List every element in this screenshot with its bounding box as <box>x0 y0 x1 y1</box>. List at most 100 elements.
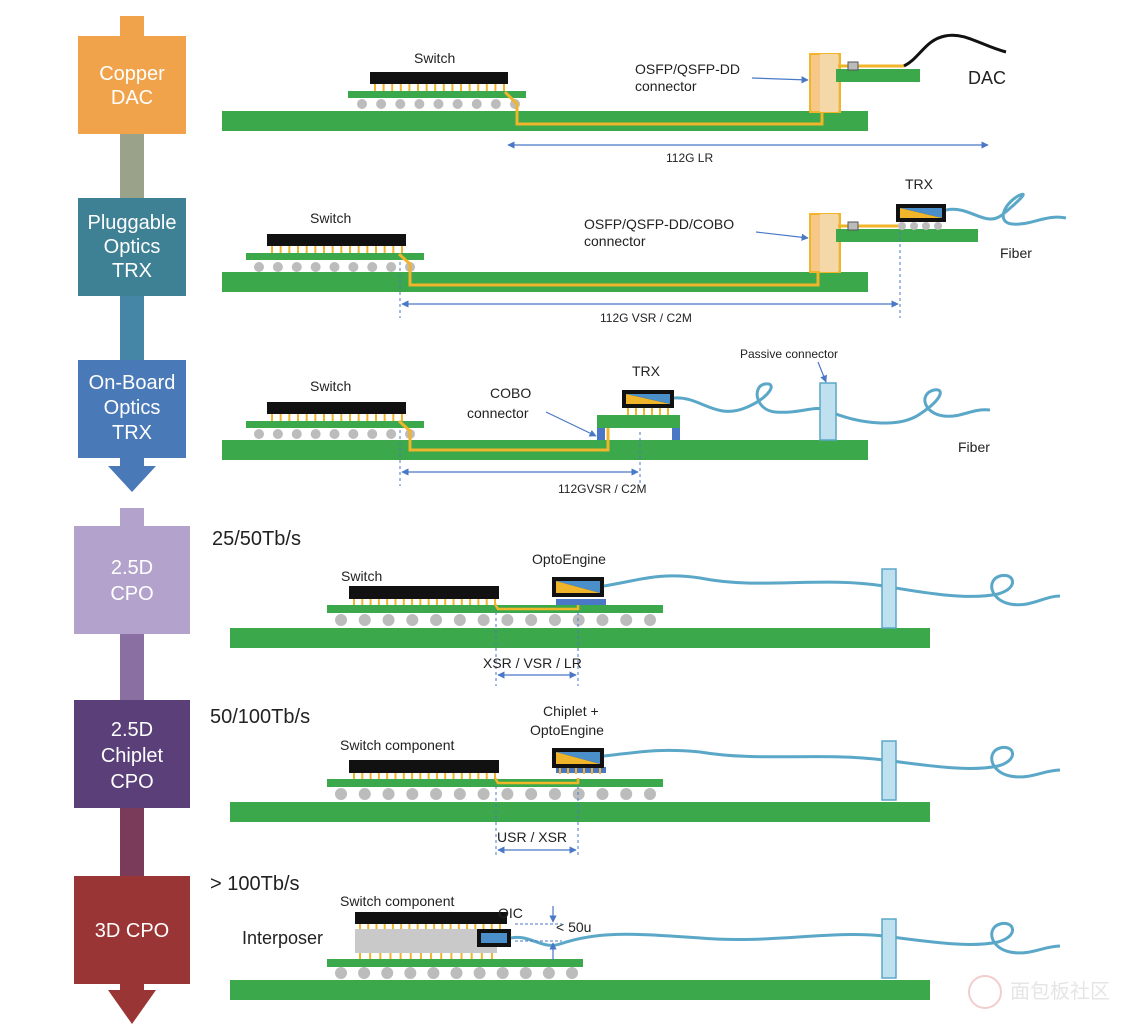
connector-label: COBO <box>490 385 531 401</box>
connector-label: connector <box>584 233 646 249</box>
bandwidth-label: 25/50Tb/s <box>212 528 301 550</box>
optoengine-die-yellow <box>556 752 600 764</box>
solder-ball <box>310 429 321 439</box>
switch-label: Switch <box>310 210 351 226</box>
interposer-block <box>355 929 497 953</box>
solder-ball <box>433 99 444 109</box>
stage-box-pluggable-optics: Pluggable Optics TRX <box>78 198 186 296</box>
connector-label: OSFP/QSFP-DD/COBO <box>584 216 734 232</box>
solder-ball <box>453 614 466 626</box>
oic-chip <box>477 929 511 947</box>
solder-ball <box>490 99 501 109</box>
pcb-board <box>230 802 930 822</box>
chip-pins <box>271 414 403 421</box>
optoengine-label: OptoEngine <box>532 551 606 567</box>
row-pluggable-optics: Switch OSFP/QSFP-DD/COBO connector TRX F… <box>222 176 1067 325</box>
connector-callout-line <box>755 231 809 241</box>
solder-ball <box>620 788 633 800</box>
solder-ball <box>367 262 378 272</box>
stage-label-line: CPO <box>110 771 153 793</box>
module-board <box>836 229 978 242</box>
passive-connector <box>881 740 897 801</box>
passive-connector <box>819 382 837 441</box>
stage-label-line: TRX <box>112 260 152 282</box>
optoengine-pad <box>556 767 606 773</box>
solder-ball <box>501 788 514 800</box>
package-substrate <box>327 959 583 967</box>
span-label: 112GVSR / C2M <box>558 482 646 496</box>
solder-ball <box>644 788 656 800</box>
cobo-pad-right <box>672 428 680 440</box>
solder-ball <box>453 788 466 800</box>
solder-balls <box>335 614 656 626</box>
solder-ball <box>367 429 378 439</box>
row-2-5d-chiplet-cpo: 50/100Tb/s Switch component Chiplet + Op… <box>210 703 1061 856</box>
solder-ball <box>358 967 371 979</box>
signal-trace <box>493 777 580 785</box>
module-contact <box>847 61 859 71</box>
chip-pins <box>271 246 403 253</box>
stage-label-line: Pluggable <box>88 212 177 234</box>
stage-label-line: TRX <box>112 422 152 444</box>
stage-label-line: 2.5D <box>111 557 153 579</box>
solder-ball <box>335 614 347 626</box>
solder-ball <box>348 262 359 272</box>
span-label: XSR / VSR / LR <box>483 655 582 671</box>
chip-pins <box>353 773 496 779</box>
trx-die-yellow <box>626 394 670 404</box>
switch-chip <box>355 912 507 924</box>
cable-label: DAC <box>968 68 1006 88</box>
chip-pins <box>374 84 505 91</box>
passive-connector <box>881 918 897 979</box>
dac-cable <box>903 33 1007 68</box>
solder-ball <box>348 429 359 439</box>
stage-box-bg <box>78 198 186 296</box>
solder-ball <box>357 99 367 109</box>
solder-ball <box>596 788 609 800</box>
gap-label: < 50u <box>556 919 591 935</box>
timeline-connector-4 <box>120 508 144 526</box>
signal-trace <box>493 603 580 611</box>
stage-box-bg <box>78 36 186 134</box>
solder-ball <box>542 967 555 979</box>
stage-box-2-5d-chiplet-cpo: 2.5D Chiplet CPO <box>74 700 190 808</box>
timeline-connector-2 <box>120 296 144 360</box>
solder-ball <box>452 99 463 109</box>
fiber-label: Fiber <box>958 439 990 455</box>
solder-ball <box>572 788 585 800</box>
cobo-pad-left <box>597 428 605 440</box>
solder-ball <box>548 788 561 800</box>
solder-ball <box>329 429 340 439</box>
timeline-connector-3a <box>120 458 144 468</box>
solder-ball <box>430 788 443 800</box>
watermark-text: 面包板社区 <box>1010 979 1110 1003</box>
oic-die <box>481 933 507 943</box>
pcb-board <box>222 111 868 131</box>
trx-module <box>622 390 674 408</box>
chip-pins <box>359 953 493 959</box>
switch-chip <box>370 72 508 84</box>
stage-label-line: DAC <box>111 87 153 109</box>
solder-ball <box>477 614 490 626</box>
stage-label-line: On-Board <box>89 372 176 394</box>
trx-label: TRX <box>905 176 934 192</box>
switch-substrate <box>246 253 424 260</box>
solder-ball <box>519 967 532 979</box>
solder-ball <box>310 262 321 272</box>
stage-label-line: Optics <box>104 236 161 258</box>
obo-board <box>597 415 680 428</box>
package-substrate <box>327 605 663 613</box>
solder-ball <box>644 614 656 626</box>
solder-ball <box>620 614 633 626</box>
module-contact <box>847 221 859 231</box>
solder-ball <box>473 967 486 979</box>
solder-ball <box>291 429 302 439</box>
row-on-board-optics: Switch COBO connector TRX Passive connec… <box>222 347 990 496</box>
solder-ball <box>525 614 538 626</box>
solder-ball <box>910 222 918 230</box>
switch-chip <box>349 760 499 773</box>
stage-box-on-board-optics: On-Board Optics TRX <box>78 360 186 458</box>
stage-box-bg <box>74 876 190 984</box>
switch-chip <box>349 586 499 599</box>
switch-label: Switch <box>341 568 382 584</box>
